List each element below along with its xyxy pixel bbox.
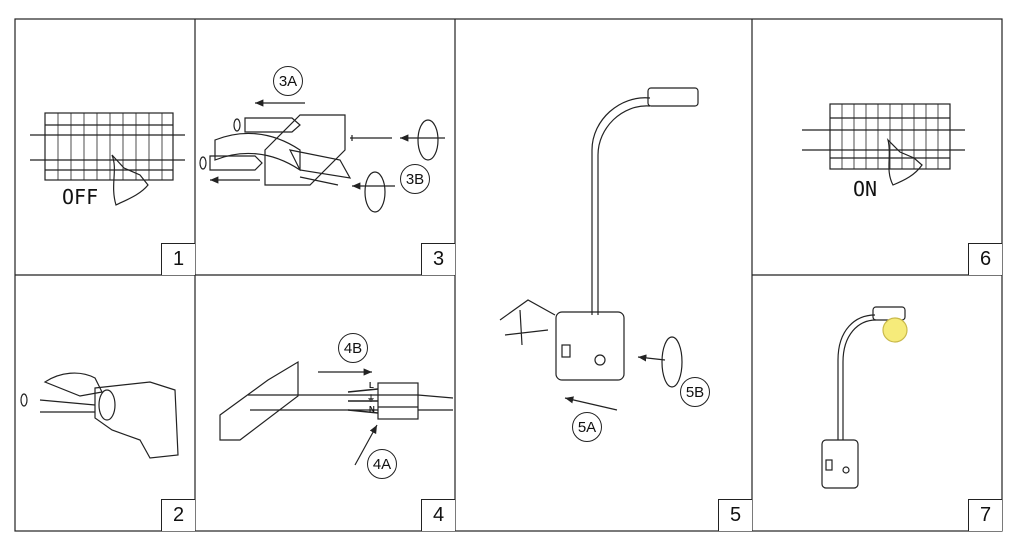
cover-ring [661,336,683,388]
light-bulb-icon [882,317,908,343]
drill-icon [94,381,179,459]
step-number-3: 3 [421,243,455,275]
wire-mark-live: L [369,381,374,390]
lamp-head [872,306,906,321]
caption-off: OFF [62,185,99,209]
cover-ring [417,119,439,161]
step-number-5: 5 [718,499,752,531]
callout-5b: 5B [680,377,710,407]
wire-mark-earth: ⏚ [367,394,375,403]
step-number-2: 2 [161,499,195,531]
callout-3b: 3B [400,164,430,194]
wall-bracket [499,299,556,346]
callout-3a: 3A [273,66,303,96]
touch-button [594,354,606,366]
flex-arm [837,314,876,440]
hand-icon [111,154,149,206]
step-number-7: 7 [968,499,1002,531]
breaker-panel-off [30,112,185,206]
wall-bracket [219,360,299,441]
wall-plug-icon [244,117,301,133]
cover-ring [364,171,386,213]
lamp-base [821,439,859,489]
mounting-parts [199,99,445,213]
callout-4b: 4B [338,333,368,363]
step-number-1: 1 [161,243,195,275]
wall-plug-icon [209,155,263,171]
hand-icon [43,372,103,397]
step-number-6: 6 [968,243,1002,275]
wall-bracket [264,114,346,186]
hand-icon [886,137,923,186]
flex-arm [591,97,651,315]
wiring-diagram [219,360,454,466]
caption-on: ON [853,177,878,201]
wall-lamp-lit [821,306,908,489]
drill-illustration [20,372,179,459]
wall-lamp [499,87,699,411]
step-number-4: 4 [421,499,455,531]
lamp-base [555,311,625,381]
callout-4a: 4A [367,449,397,479]
callout-5a: 5A [572,412,602,442]
breaker-panel-on [802,103,965,186]
lamp-head [647,87,699,107]
wire-mark-neutral: N [369,405,375,414]
